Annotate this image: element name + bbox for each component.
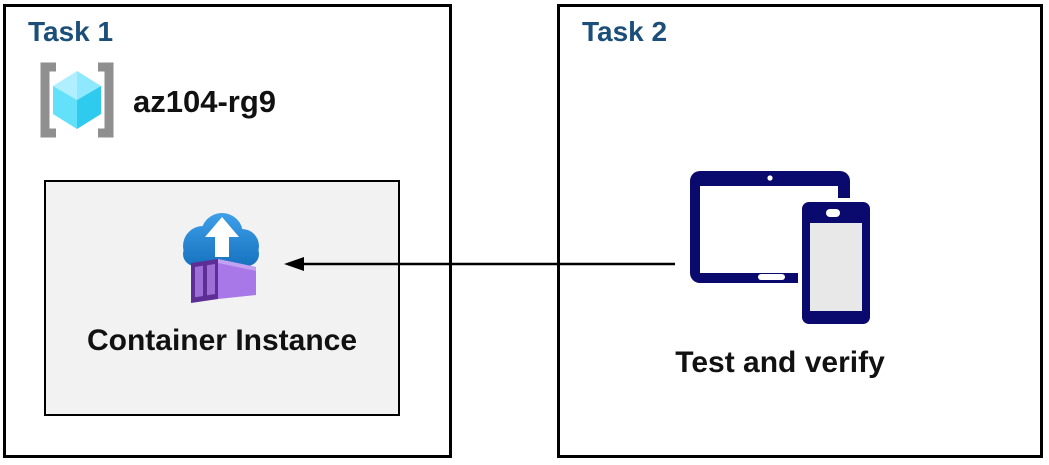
container-instance-label: Container Instance	[86, 324, 358, 357]
right-bracket	[98, 62, 114, 138]
task1-panel: Task 1 az104-rg9	[3, 4, 452, 458]
task1-title: Task 1	[28, 16, 114, 47]
tablet-home-button	[758, 274, 785, 280]
phone-icon	[798, 198, 874, 328]
cube-face-top-right	[77, 71, 101, 100]
container-instance-icon	[183, 213, 259, 303]
resource-group-icon	[40, 62, 114, 138]
upload-arrow-icon	[205, 217, 239, 257]
test-and-verify-label: Test and verify	[675, 346, 885, 379]
tablet-camera-dot	[767, 175, 773, 181]
cube-face-top-left	[53, 71, 77, 100]
cube-face-left	[53, 86, 77, 129]
resource-group-name: az104-rg9	[133, 84, 277, 119]
container-instance-card: Container Instance	[44, 180, 400, 416]
container-box-shape	[191, 259, 256, 303]
task2-panel: Task 2 Test and verify	[557, 4, 1043, 458]
cube-face-right	[77, 86, 101, 129]
phone-screen	[810, 223, 862, 311]
phone-speaker	[826, 209, 840, 217]
tablet-and-phone-icon	[690, 171, 874, 328]
left-bracket	[40, 62, 56, 138]
task2-title: Task 2	[582, 16, 668, 47]
